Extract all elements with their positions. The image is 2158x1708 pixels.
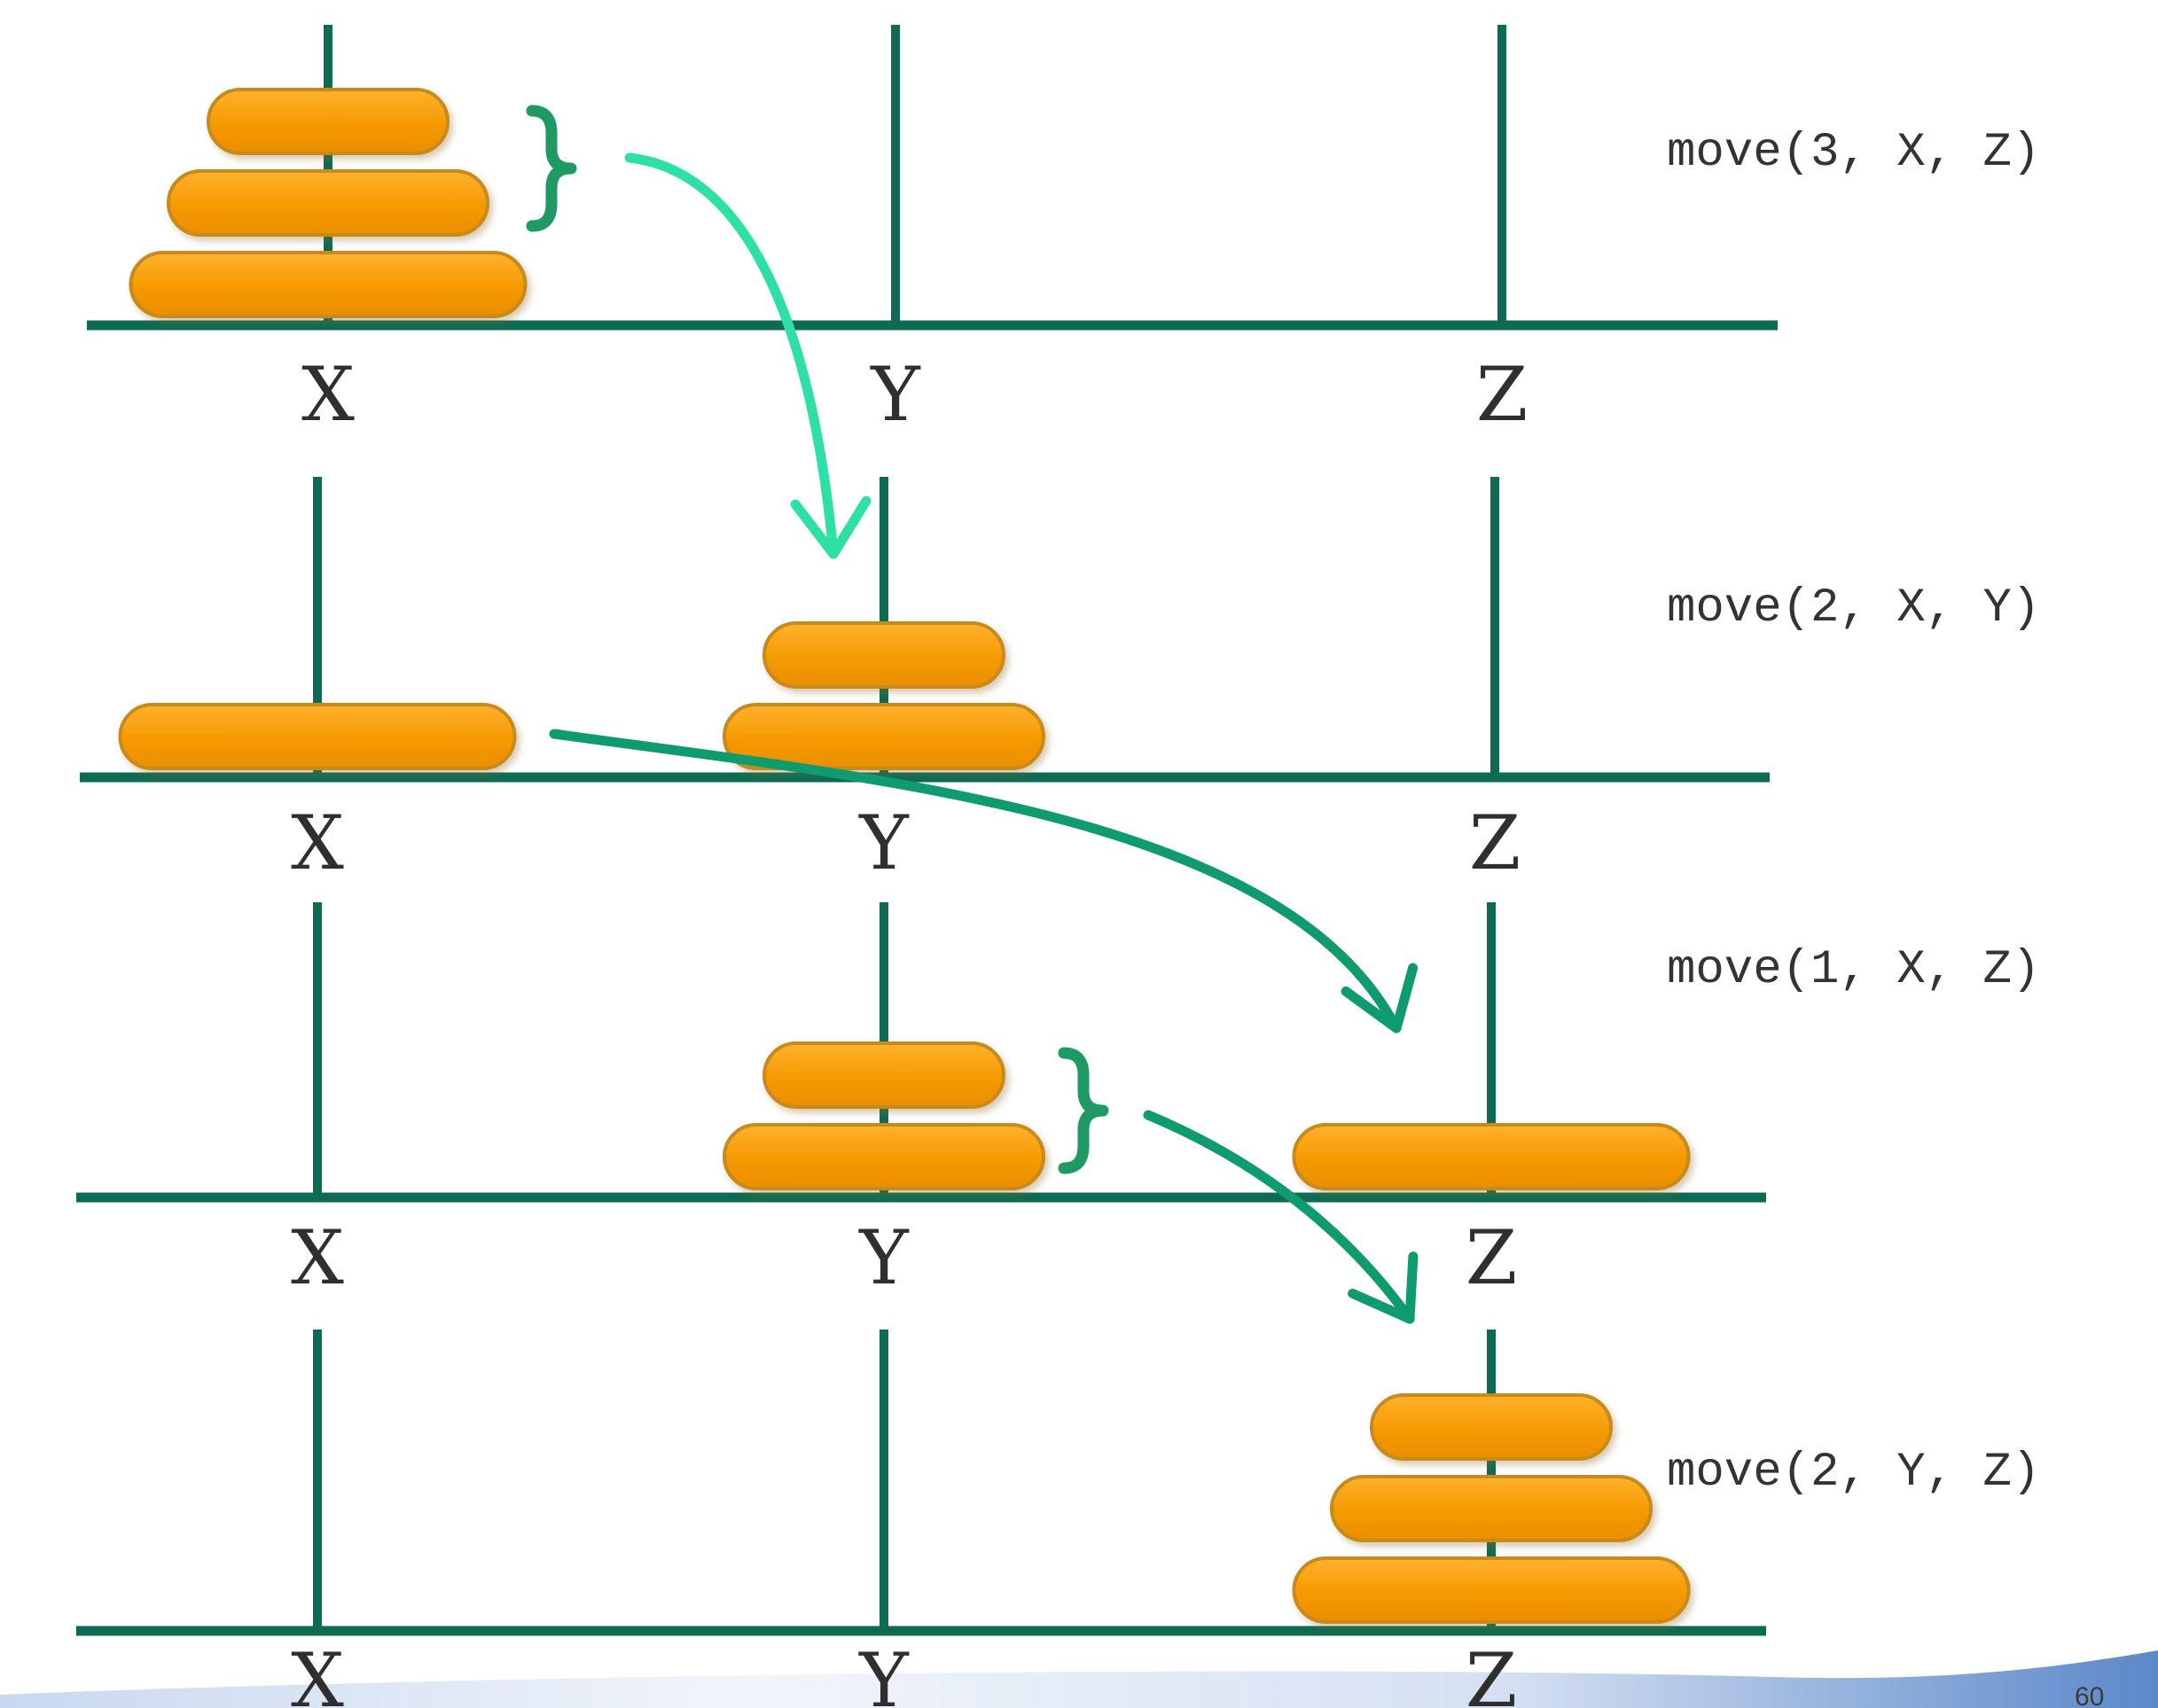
disk-size-3 (118, 703, 517, 770)
peg-label-x: X (291, 1214, 344, 1301)
peg-label-x: X (291, 1637, 344, 1708)
peg-label-y: Y (858, 799, 910, 886)
arrow-stage2-to-stage3-head (1341, 963, 1419, 1033)
arrow-stage3-to-stage4-shaft (1143, 1110, 1415, 1324)
arrow-stage2-to-stage3 (549, 729, 1419, 1033)
brace-top-disks (526, 105, 577, 232)
move-label: move(3, X, Z) (1667, 126, 2040, 180)
arrow-stage3-to-stage4-head (1348, 1252, 1419, 1324)
peg-label-z: Z (1476, 351, 1528, 438)
arrows-layer (526, 105, 1419, 1324)
bottom-band (0, 1650, 2158, 1708)
brace-middle-disks (1058, 1047, 1109, 1174)
arrow-stage1-to-stage2-head (790, 495, 872, 559)
arrow-stage1-to-stage2-shaft (624, 152, 839, 559)
peg-label-x: X (291, 799, 344, 886)
page-number: 60 (2075, 1682, 2104, 1708)
peg-label-y: Y (858, 1214, 910, 1301)
peg-label-z: Z (1466, 1214, 1517, 1301)
disk-size-1 (762, 621, 1005, 689)
peg-label-z: Z (1469, 799, 1521, 886)
disk-size-2 (167, 169, 489, 237)
disk-size-1 (207, 88, 450, 155)
disk-size-3 (1292, 1556, 1691, 1624)
move-label: move(2, Y, Z) (1667, 1446, 2040, 1500)
disk-size-2 (1330, 1475, 1653, 1542)
arrow-stage2-to-stage3-shaft (549, 729, 1402, 1033)
move-label: move(2, X, Y) (1667, 581, 2040, 636)
move-label: move(1, X, Z) (1667, 943, 2040, 997)
arrow-stage3-to-stage4 (1143, 1110, 1419, 1324)
peg-label-x: X (301, 351, 355, 438)
peg-label-z: Z (1466, 1637, 1517, 1708)
disk-size-1 (762, 1041, 1005, 1109)
disk-size-3 (129, 251, 528, 318)
peg-label-y: Y (870, 351, 921, 438)
disk-size-3 (1292, 1123, 1691, 1190)
disk-size-1 (1370, 1393, 1613, 1461)
arrow-stage1-to-stage2 (624, 152, 872, 559)
disk-size-2 (723, 703, 1045, 770)
disk-size-2 (723, 1123, 1045, 1190)
peg-label-y: Y (858, 1637, 910, 1708)
